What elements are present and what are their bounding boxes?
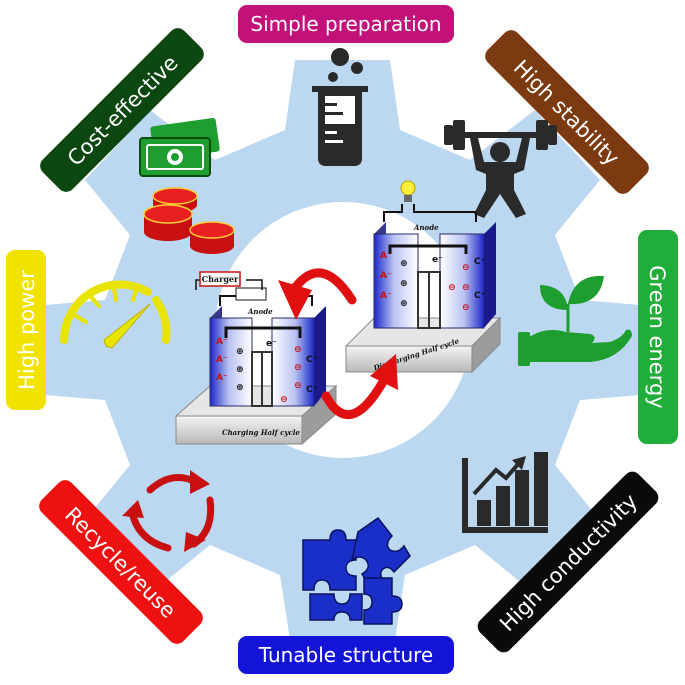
- label-green-energy: Green energy: [638, 230, 678, 444]
- svg-text:⊕: ⊕: [400, 259, 408, 269]
- anode-label-left: Anode: [247, 307, 273, 316]
- discharging-cell: Anode e⁻ A⁻ A⁻ A⁻ ⊕ ⊕ ⊕ ⊖ ⊖ ⊖ ⊖ C⁺ C⁺ Di…: [344, 180, 502, 374]
- electron-label-right: e⁻: [432, 255, 443, 265]
- svg-text:⊖: ⊖: [294, 345, 302, 355]
- beaker-icon: [312, 48, 368, 166]
- speedometer-needle: [103, 303, 151, 349]
- puzzle-icon: [302, 516, 411, 625]
- charging-base-label: Charging Half cycle: [222, 428, 300, 437]
- svg-text:⊕: ⊕: [236, 383, 244, 393]
- svg-text:⊕: ⊕: [236, 365, 244, 375]
- electron-label-left: e⁻: [266, 339, 277, 349]
- svg-text:⊖: ⊖: [462, 263, 470, 273]
- label-tunable-structure-text: Tunable structure: [258, 643, 433, 667]
- charging-ions: A⁻ A⁻ A⁻ ⊕ ⊕ ⊕ ⊖ ⊖ ⊖ ⊖ C⁺ C⁺: [216, 337, 318, 405]
- cycle-arrows: [278, 268, 398, 420]
- label-high-power: High power: [6, 250, 46, 410]
- svg-text:⊖: ⊖: [280, 395, 288, 405]
- label-simple-preparation-text: Simple preparation: [250, 12, 441, 36]
- growth-chart-icon: [462, 452, 548, 533]
- svg-text:A⁻: A⁻: [216, 355, 228, 365]
- weightlifter-icon: [444, 120, 557, 218]
- svg-text:⊕: ⊕: [400, 299, 408, 309]
- label-tunable-structure: Tunable structure: [238, 636, 454, 674]
- svg-text:⊕: ⊕: [236, 347, 244, 357]
- svg-text:A⁻: A⁻: [380, 271, 392, 281]
- speedometer-icon: [60, 280, 171, 344]
- money-coins-icon: [139, 117, 235, 254]
- discharging-ions: A⁻ A⁻ A⁻ ⊕ ⊕ ⊕ ⊖ ⊖ ⊖ ⊖ C⁺ C⁺: [380, 251, 486, 313]
- light-bulb-icon: [400, 180, 416, 202]
- svg-text:C⁺: C⁺: [306, 355, 318, 365]
- recycle-arrowheads: [122, 470, 210, 552]
- svg-text:⊖: ⊖: [462, 283, 470, 293]
- label-high-power-text: High power: [15, 270, 39, 390]
- svg-text:A⁻: A⁻: [216, 337, 228, 347]
- svg-text:⊖: ⊖: [462, 303, 470, 313]
- svg-text:A⁻: A⁻: [216, 373, 228, 383]
- label-green-energy-text: Green energy: [645, 265, 669, 408]
- charger-label: Charger: [202, 274, 239, 284]
- svg-text:⊖: ⊖: [294, 381, 302, 391]
- plant-hand-icon: [518, 275, 632, 366]
- svg-text:C⁺: C⁺: [306, 385, 318, 395]
- label-simple-preparation: Simple preparation: [238, 5, 454, 43]
- svg-text:A⁻: A⁻: [380, 291, 392, 301]
- svg-text:C⁺: C⁺: [474, 257, 486, 267]
- svg-text:⊖: ⊖: [448, 283, 456, 293]
- svg-text:C⁺: C⁺: [474, 291, 486, 301]
- svg-text:⊖: ⊖: [294, 363, 302, 373]
- svg-text:A⁻: A⁻: [380, 251, 392, 261]
- anode-label-right: Anode: [413, 223, 439, 232]
- svg-text:⊕: ⊕: [400, 279, 408, 289]
